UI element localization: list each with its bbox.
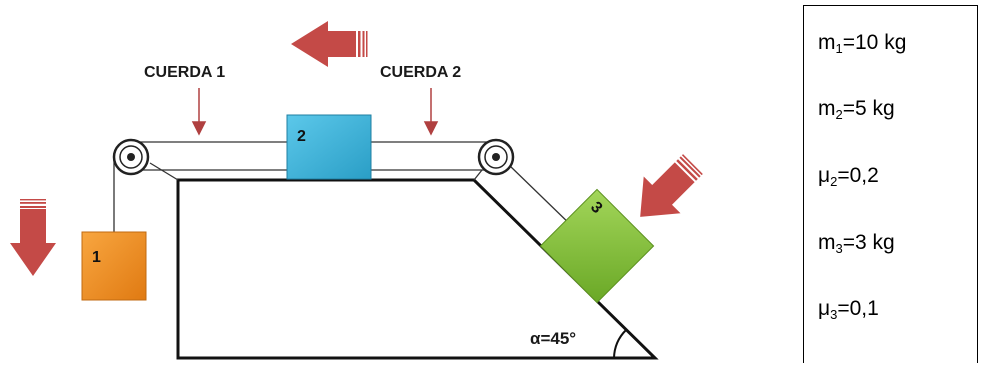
rope-2-pointer [423, 88, 439, 136]
rope-2-label: CUERDA 2 [380, 64, 461, 81]
rope-1-pointer [191, 88, 207, 136]
arrow-down-icon [10, 199, 56, 276]
rope-1-label: CUERDA 1 [144, 64, 225, 81]
data-table: m1=10 kg m2=5 kg μ2=0,2 m3=3 kg μ3=0,1 [803, 5, 978, 363]
table-support [176, 178, 659, 360]
data-row-mu2: μ2=0,2 [818, 164, 879, 189]
data-row-m1: m1=10 kg [818, 31, 907, 56]
arrow-up-right-icon [640, 154, 703, 217]
data-row-m3: m3=3 kg [818, 231, 895, 256]
pulley-right [477, 138, 515, 176]
block-2 [286, 114, 372, 180]
data-row-m2: m2=5 kg [818, 97, 895, 122]
pulley-left [112, 138, 150, 176]
angle-arc [613, 329, 627, 359]
block-3 [539, 188, 655, 304]
block-2-label: 2 [297, 128, 306, 145]
block-1 [81, 231, 147, 301]
data-row-mu3: μ3=0,1 [818, 297, 879, 322]
block-1-label: 1 [92, 249, 101, 266]
physics-diagram: α=45° 1 2 3 CUERDA 1 CUERDA 2 [10, 21, 703, 360]
angle-label: α=45° [530, 329, 576, 348]
arrow-left-icon [291, 21, 368, 67]
